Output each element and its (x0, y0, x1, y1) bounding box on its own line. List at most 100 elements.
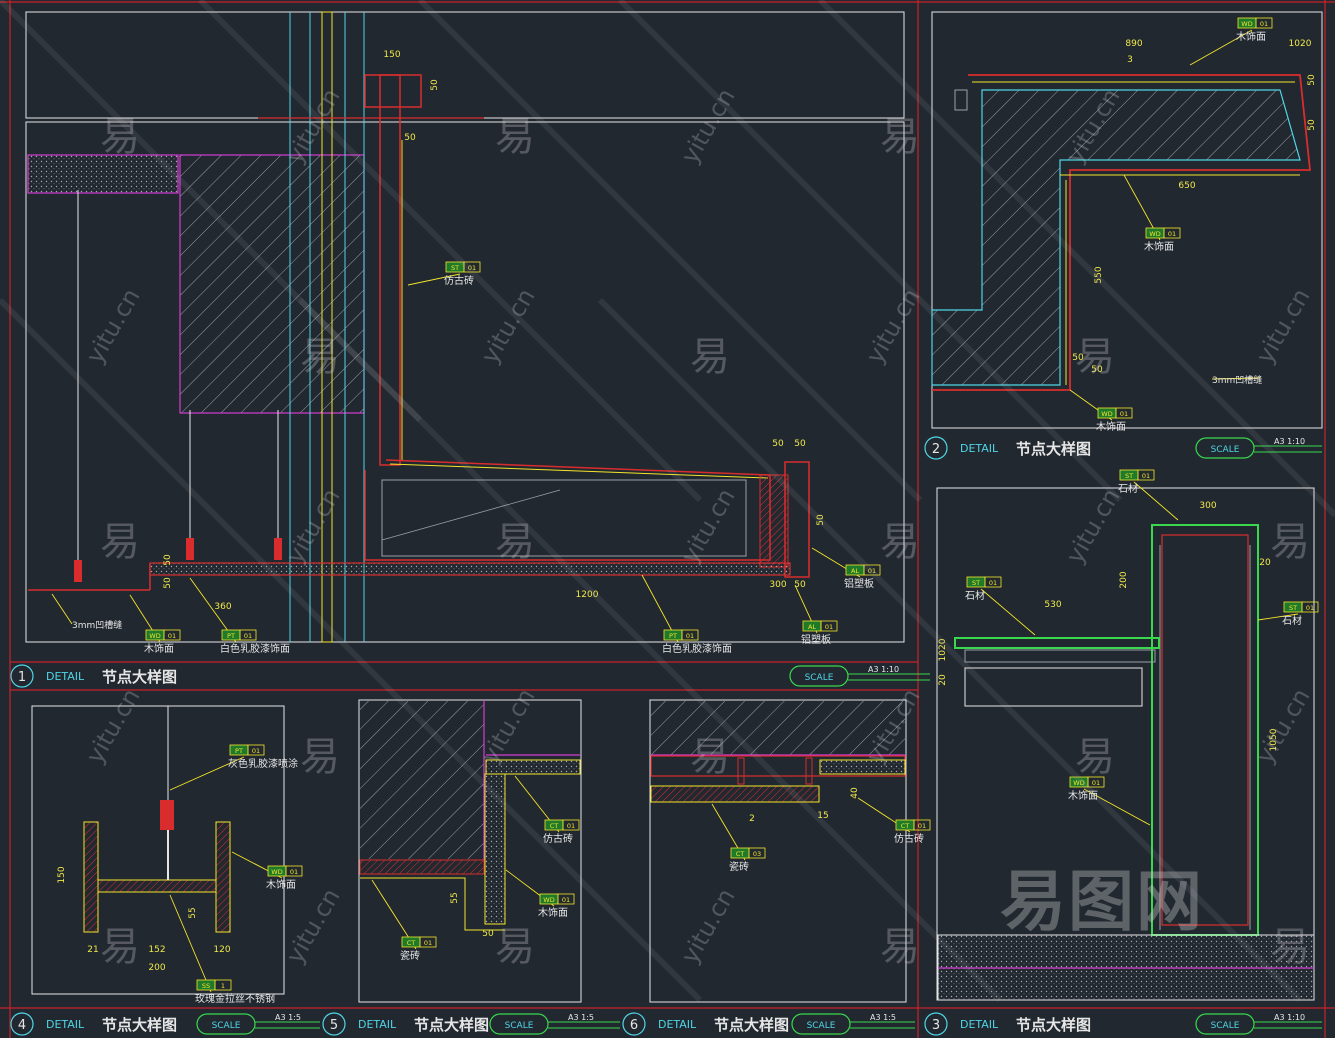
callout-number: 01 (424, 939, 432, 947)
watermark-glyph: 易 (495, 114, 535, 160)
callout-number: 01 (686, 632, 694, 640)
callout-label: 木饰面 (1144, 240, 1174, 253)
panel-5-detail (358, 699, 582, 1003)
callout-label: 白色乳胶漆饰面 (220, 642, 290, 655)
detail-title: 节点大样图 (1016, 1016, 1091, 1034)
watermark-site: yitu.cn (81, 684, 146, 769)
dimension-value: 150 (383, 50, 400, 60)
watermark-glyph: 易 (495, 519, 535, 565)
scale-value: A3 1:5 (568, 1013, 594, 1022)
callout-label: 仿古砖 (444, 274, 474, 287)
detail-number: 6 (630, 1018, 638, 1033)
callout-code: AL (851, 567, 859, 575)
dimension-value: 1020 (938, 638, 948, 661)
scale-label: SCALE (505, 1021, 534, 1031)
callout-p3_wood: WD 01 木饰面 (1068, 776, 1151, 826)
dimension-value: 50 (404, 133, 416, 143)
callout-label: 石材 (1282, 614, 1302, 627)
dimension-labels: 1505050505050503005036012005089010203650… (57, 39, 1317, 973)
callout-code: WD (1073, 779, 1084, 787)
callout-label: 瓷砖 (400, 949, 420, 962)
dimension-value: 120 (213, 945, 230, 955)
detail-title: 节点大样图 (102, 1016, 177, 1034)
callout-number: 01 (1092, 779, 1100, 787)
callout-code: WD (149, 632, 160, 640)
callout-label: 瓷砖 (729, 860, 749, 873)
callout-number: 01 (825, 623, 833, 631)
scale-value: A3 1:10 (1274, 1013, 1305, 1022)
callout-code: PT (235, 747, 243, 755)
dimension-value: 50 (163, 554, 173, 566)
dimension-value: 200 (148, 963, 165, 973)
dimension-value: 50 (430, 79, 440, 91)
callout-number: 03 (753, 850, 761, 858)
callout-code: AL (808, 623, 816, 631)
material-callouts: ST01仿古砖WD01木饰面PT01白色乳胶漆饰面PT01白色乳胶漆饰面AL01… (51, 17, 1319, 1005)
scale-value: A3 1:5 (870, 1013, 896, 1022)
callout-p2_wood_mid: WD 01 木饰面 (1123, 174, 1181, 253)
dimension-value: 50 (163, 577, 173, 589)
panel-6-detail (649, 699, 907, 1003)
detail-title: 节点大样图 (714, 1016, 789, 1034)
callout-number: 01 (989, 579, 997, 587)
detail-number: 3 (932, 1018, 940, 1033)
callout-code: ST (1125, 472, 1133, 480)
dimension-value: 530 (1044, 600, 1061, 610)
callout-code: ST (1289, 604, 1297, 612)
callout-code: CT (550, 822, 559, 830)
callout-code: CT (407, 939, 416, 947)
detail-label: DETAIL (46, 670, 85, 683)
callout-label: 灰色乳胶漆喷涂 (228, 757, 298, 770)
watermark-glyph: 易 (880, 114, 920, 160)
callout-code: ST (972, 579, 980, 587)
scale-label: SCALE (1211, 445, 1240, 455)
callout-code: SS (202, 982, 210, 990)
dimension-value: 1200 (576, 590, 599, 600)
callout-code: WD (543, 896, 554, 904)
dimension-value: 21 (87, 945, 98, 955)
dimension-value: 200 (1119, 571, 1129, 588)
watermark-site: yitu.cn (81, 284, 146, 369)
callout-label: 木饰面 (266, 878, 296, 891)
callout-p5_ceramic: CT 01 瓷砖 (371, 879, 437, 962)
dimension-value: 650 (1178, 181, 1195, 191)
dimension-value: 50 (816, 514, 826, 526)
dimension-value: 150 (57, 866, 67, 883)
dimension-value: 300 (1199, 501, 1216, 511)
callout-number: 01 (168, 632, 176, 640)
callout-label: 3mm凹槽缝 (1212, 374, 1262, 386)
scale-value: A3 1:10 (868, 665, 899, 674)
callout-number: 01 (1306, 604, 1314, 612)
callout-code: CT (901, 822, 910, 830)
detail-title: 节点大样图 (102, 668, 177, 686)
dimension-value: 40 (850, 787, 860, 799)
callout-number: 01 (562, 896, 570, 904)
callout-label: 木饰面 (1068, 789, 1098, 802)
dimension-value: 2 (749, 814, 755, 824)
callout-number: 01 (868, 567, 876, 575)
panel-4-detail (31, 705, 285, 995)
callout-number: 01 (1168, 230, 1176, 238)
callout-p2_gap: 3mm凹槽缝 (1211, 374, 1262, 386)
watermark-glyph: 易 (1270, 519, 1310, 565)
callout-number: 01 (252, 747, 260, 755)
callout-p1_stone: ST01仿古砖 (407, 261, 481, 287)
watermark-site: yitu.cn (1251, 684, 1316, 769)
dimension-value: 50 (1307, 119, 1317, 131)
callout-number: 01 (468, 264, 476, 272)
callout-label: 玫瑰金拉丝不锈钢 (195, 992, 275, 1005)
dimension-value: 20 (1259, 558, 1271, 568)
callout-label: 石材 (1118, 482, 1138, 495)
dimension-value: 360 (214, 602, 231, 612)
dimension-value: 890 (1125, 39, 1142, 49)
callout-code: WD (1149, 230, 1160, 238)
